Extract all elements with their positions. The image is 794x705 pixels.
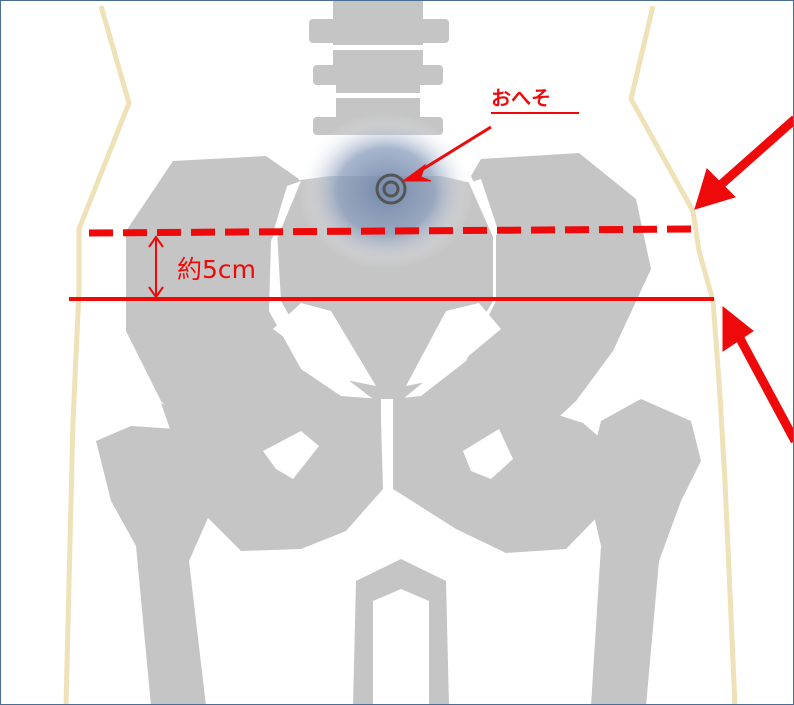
left-femur xyxy=(96,426,213,705)
pointer-arrow-lower xyxy=(723,307,794,441)
navel-glow xyxy=(298,113,474,269)
pointer-arrow-upper xyxy=(695,119,794,209)
navel-label: おへそ xyxy=(491,86,551,110)
vertebra xyxy=(313,65,443,85)
right-femur xyxy=(586,399,701,705)
body-outline-left xyxy=(66,6,129,705)
distance-label: 約5cm xyxy=(177,255,256,284)
lower-center xyxy=(353,559,449,705)
right-ischium xyxy=(393,399,613,553)
